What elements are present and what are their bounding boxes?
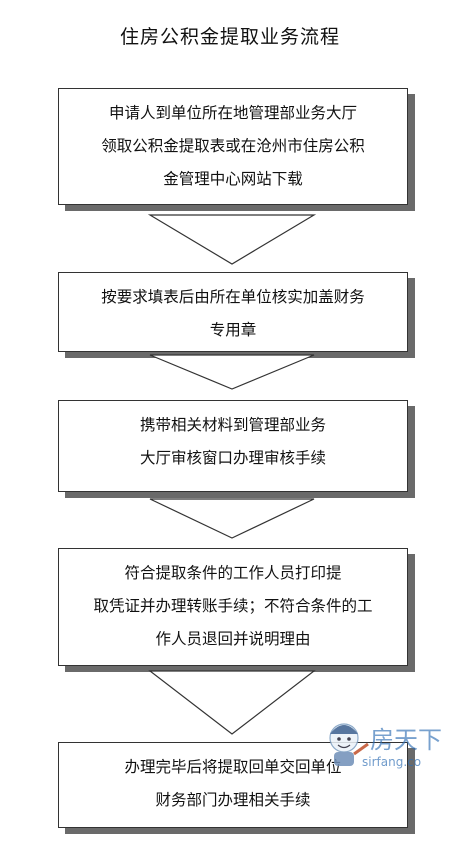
- svg-text:房天下: 房天下: [370, 726, 442, 754]
- arrow-4: [148, 670, 316, 735]
- step-4-box: 符合提取条件的工作人员打印提 取凭证并办理转账手续；不符合条件的工 作人员退回并…: [58, 548, 408, 666]
- watermark-logo: 房天下 sirfang.co: [329, 723, 442, 769]
- step-2-line-1: 按要求填表后由所在单位核实加盖财务: [101, 288, 365, 306]
- arrow-1: [147, 214, 317, 265]
- step-1-line-2: 领取公积金提取表或在沧州市住房公积: [101, 137, 365, 155]
- step-3-line-2: 大厅审核窗口办理审核手续: [139, 449, 326, 467]
- step-1-box: 申请人到单位所在地管理部业务大厅 领取公积金提取表或在沧州市住房公积 金管理中心…: [58, 88, 408, 205]
- step-1-line-3: 金管理中心网站下载: [163, 170, 303, 188]
- step-5-line-1: 办理完毕后将提取回单交回单位: [124, 758, 342, 776]
- step-2-box: 按要求填表后由所在单位核实加盖财务 专用章: [58, 272, 408, 352]
- arrow-3: [149, 498, 315, 539]
- svg-text:sirfang.co: sirfang.co: [362, 755, 421, 769]
- step-3-line-1: 携带相关材料到管理部业务: [139, 416, 326, 434]
- arrow-2: [149, 354, 315, 390]
- step-4-line-1: 符合提取条件的工作人员打印提: [124, 564, 342, 582]
- step-2-line-2: 专用章: [209, 321, 257, 339]
- step-4-line-3: 作人员退回并说明理由: [155, 630, 311, 648]
- step-1-line-1: 申请人到单位所在地管理部业务大厅: [108, 104, 357, 122]
- flowchart-title: 住房公积金提取业务流程: [119, 26, 340, 48]
- step-5-line-2: 财务部门办理相关手续: [155, 791, 311, 809]
- step-4-line-2: 取凭证并办理转账手续；不符合条件的工: [93, 597, 373, 615]
- step-3-box: 携带相关材料到管理部业务 大厅审核窗口办理审核手续: [58, 400, 408, 492]
